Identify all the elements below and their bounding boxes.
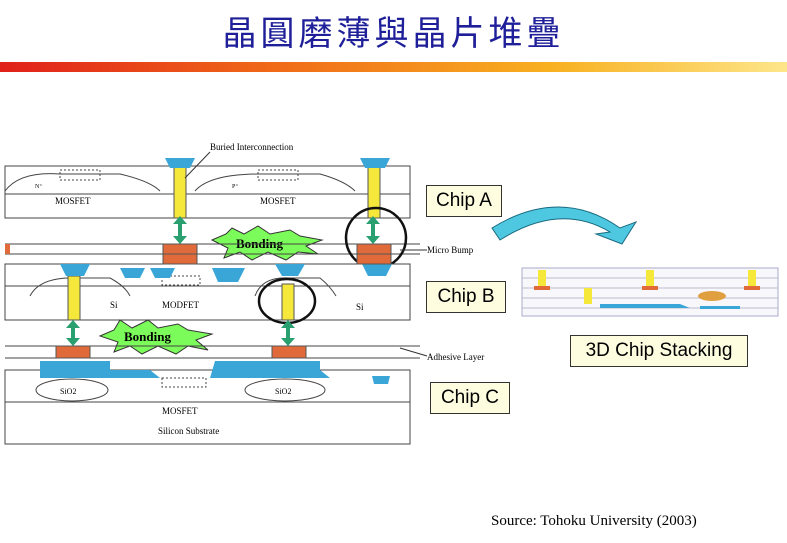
sio2-2-label: SiO2	[275, 387, 291, 396]
micro-bump-layer	[5, 243, 420, 255]
chip-a-layer	[4, 158, 411, 219]
micro-bump-label: Micro Bump	[427, 245, 474, 255]
bond-arrow-a-b-left	[173, 216, 187, 244]
source-citation: Source: Tohoku University (2003)	[491, 513, 697, 529]
adhesive-layer	[5, 345, 420, 359]
p-plus-label: P⁺	[232, 183, 239, 190]
si-1-label: Si	[110, 300, 118, 310]
stacking-label: 3D Chip Stacking	[570, 335, 748, 367]
adhesive-layer-label: Adhesive Layer	[427, 352, 484, 362]
chip-stack-diagram: Buried Interconnection MOSFET MOSFET N⁺ …	[4, 142, 779, 445]
mosfet-c-label: MOSFET	[162, 406, 198, 416]
buried-interconnection-label: Buried Interconnection	[210, 142, 294, 152]
mosfet-a1-label: MOSFET	[55, 196, 91, 206]
bonding-burst-1: Bonding	[210, 225, 324, 261]
bond-arrow-b-c-right	[281, 320, 295, 346]
bonding-burst-2: Bonding	[98, 319, 214, 355]
chip-b-label: Chip B	[426, 281, 506, 313]
bond-arrow-a-b-right	[366, 216, 380, 244]
chip-a-label: Chip A	[426, 185, 502, 217]
n-plus-label: N⁺	[35, 183, 43, 190]
sio2-1-label: SiO2	[60, 387, 76, 396]
modfet-label: MODFET	[162, 300, 200, 310]
silicon-substrate-label: Silicon Substrate	[158, 426, 219, 436]
si-2-label: Si	[356, 302, 364, 312]
chip-c-layer	[4, 361, 411, 445]
curved-arrow	[491, 206, 638, 245]
chip-b-layer	[4, 253, 411, 321]
stacking-thumbnail	[521, 267, 779, 317]
mosfet-a2-label: MOSFET	[260, 196, 296, 206]
title-gradient-bar	[0, 62, 787, 72]
chip-c-label: Chip C	[430, 382, 510, 414]
bonding-label-2: Bonding	[124, 329, 171, 344]
bond-arrow-b-c-left	[66, 320, 80, 346]
page-title: 晶圓磨薄與晶片堆疊	[222, 14, 565, 54]
